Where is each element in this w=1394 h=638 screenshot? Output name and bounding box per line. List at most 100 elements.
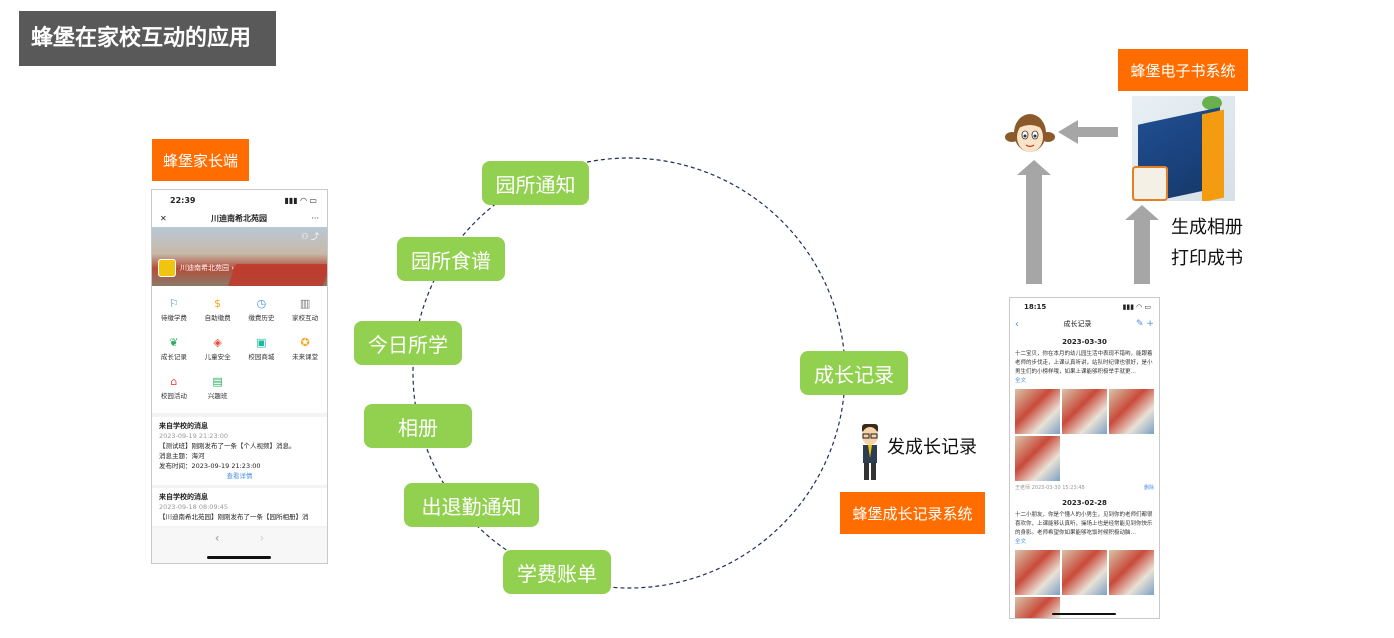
badge-icon: ▤: [212, 374, 223, 388]
back-icon[interactable]: ‹: [214, 531, 220, 545]
message-line: 【川迪南希北苑园】刚刚发布了一条【园所相册】消: [159, 513, 309, 521]
arrow-up-icon: [1017, 160, 1051, 284]
view-details-link[interactable]: 查看详情: [226, 472, 253, 480]
status-icons: ▮▮▮ ◠ ▭: [284, 195, 318, 205]
cycle-item-notice: 园所通知: [482, 161, 589, 205]
entry-date: 2023-02-28: [1062, 499, 1107, 507]
growth-system-label: 蜂堡成长记录系统: [840, 492, 985, 534]
photo-thumbnail[interactable]: [1015, 550, 1060, 595]
message-card[interactable]: 来自学校的消息 2023-09-18 08:09:45 【川迪南希北苑园】刚刚发…: [152, 488, 327, 526]
shield-icon: ◈: [213, 335, 222, 349]
ebook-system-label: 蜂堡电子书系统: [1118, 49, 1248, 91]
entry-text: 十二小朋友，你是个懂人的小男生，见到你的老师们都很喜欢你，上课能够认真听，操场上…: [1015, 512, 1153, 536]
photo-book-image: [1132, 96, 1235, 201]
read-more-link[interactable]: 全文: [1015, 539, 1027, 545]
photo-thumbnail[interactable]: [1015, 597, 1060, 618]
ebook-action-album: 生成相册: [1171, 217, 1243, 238]
more-icon[interactable]: ···: [311, 214, 319, 223]
bee-icon: ✪: [300, 335, 310, 349]
message-heading: 来自学校的消息: [159, 493, 208, 501]
feature-label: 儿童安全: [204, 353, 231, 361]
photo-thumbnail[interactable]: [1015, 389, 1060, 434]
feature-flag[interactable]: ⚐待缴学费: [152, 290, 196, 329]
status-time: 18:15: [1024, 303, 1047, 311]
teacher-icon: [862, 424, 878, 480]
building-icon: ▥: [299, 296, 311, 310]
close-icon[interactable]: ✕: [160, 214, 167, 223]
flag-icon: ⚐: [168, 296, 179, 310]
feature-bag[interactable]: ▣ 校园商城: [240, 329, 284, 368]
sprout-icon: ❦: [169, 335, 179, 349]
feature-house[interactable]: ⌂校园活动: [152, 368, 196, 407]
status-icons: ▮▮▮ ◠ ▭: [1122, 303, 1151, 311]
cycle-item-menu: 园所食谱: [397, 237, 505, 281]
feature-label: 校园商城: [248, 353, 275, 361]
photo-thumbnail[interactable]: [1062, 389, 1107, 434]
message-time: 2023-09-18 08:09:45: [159, 503, 229, 511]
entry-text: 十二宝贝，你在本月的幼儿园生活中表现不错哟，能跟着老师的步伐走，上课认真听讲，站…: [1015, 351, 1153, 375]
nav-bar: ✕ 川迪南希北苑园 ···: [152, 210, 327, 227]
status-time: 22:39: [170, 195, 196, 205]
dollar-icon: $: [214, 296, 222, 310]
school-logo: [158, 259, 176, 277]
arrow-left-icon: [1058, 120, 1118, 144]
feature-dollar[interactable]: $ 自助缴费: [196, 290, 240, 329]
photo-grid: [1010, 547, 1159, 618]
parent-app-screenshot: 22:39 ▮▮▮ ◠ ▭ ✕ 川迪南希北苑园 ··· 川迪南希北苑园 › ⚇ …: [151, 189, 328, 564]
book-pages: [1132, 166, 1168, 201]
history-icon: ◷: [256, 296, 267, 310]
feature-building[interactable]: ▥ 家校互动: [283, 290, 327, 329]
home-indicator: [1052, 613, 1116, 615]
add-icon[interactable]: ✎ +: [1136, 319, 1154, 329]
feature-shield[interactable]: ◈ 儿童安全: [196, 329, 240, 368]
photo-thumbnail[interactable]: [1109, 550, 1154, 595]
feature-grid: ⚐待缴学费 $ 自助缴费 ◷缴费历史 ▥ 家校互动 ❦ 成长记录 ◈ 儿童安全 ▣ 校园商城 ✪ 未来课堂…: [152, 286, 327, 413]
home-indicator: [207, 556, 271, 559]
cycle-item-tuition-bill: 学费账单: [503, 550, 611, 594]
message-card[interactable]: 来自学校的消息 2023-09-19 21:23:00 【测试班】刚刚发布了一条…: [152, 417, 327, 485]
photo-grid: [1010, 386, 1159, 484]
delete-link[interactable]: 删除: [1143, 485, 1154, 491]
feature-label: 校园活动: [160, 392, 187, 400]
photo-thumbnail[interactable]: [1062, 550, 1107, 595]
page-title: 蜂堡在家校互动的应用: [19, 11, 276, 66]
entry-date: 2023-03-30: [1062, 338, 1107, 346]
message-line: 【测试班】刚刚发布了一条【个人视频】消息。: [159, 442, 296, 450]
message-heading: 来自学校的消息: [159, 422, 208, 430]
book-spine: [1202, 109, 1224, 201]
feature-label: 自助缴费: [204, 314, 231, 322]
parent-app-label: 蜂堡家长端: [152, 139, 249, 181]
cycle-item-album: 相册: [364, 404, 472, 448]
ebook-action-print: 打印成书: [1171, 248, 1243, 269]
feature-label: 成长记录: [160, 353, 187, 361]
arrow-up-icon: [1125, 205, 1159, 284]
feature-label: 未来课堂: [292, 353, 319, 361]
cycle-item-today-learning: 今日所学: [354, 321, 462, 365]
nav-title: 成长记录: [1063, 320, 1092, 328]
teacher-action-label: 发成长记录: [887, 437, 977, 458]
status-bar: 18:15 ▮▮▮ ◠ ▭: [1010, 298, 1159, 316]
cycle-item-growth-record: 成长记录: [800, 351, 908, 395]
read-more-link[interactable]: 全文: [1015, 378, 1027, 384]
feature-badge[interactable]: ▤ 兴趣班: [196, 368, 240, 407]
photo-thumbnail[interactable]: [1015, 436, 1060, 481]
photo-thumbnail[interactable]: [1109, 389, 1154, 434]
feature-bee[interactable]: ✪ 未来课堂: [283, 329, 327, 368]
message-line: 发布时间：2023-09-19 21:23:00: [159, 462, 261, 470]
message-time: 2023-09-19 21:23:00: [159, 432, 229, 440]
nav-bar: ‹ 成长记录 ✎ +: [1010, 316, 1159, 332]
school-name[interactable]: 川迪南希北苑园 ›: [180, 264, 235, 272]
message-line: 消息主题：海河: [159, 452, 205, 460]
feature-label: 兴趣班: [207, 392, 228, 400]
back-icon[interactable]: ‹: [1015, 318, 1019, 330]
status-bar: 22:39 ▮▮▮ ◠ ▭: [152, 190, 327, 210]
profile-icon[interactable]: ⚇ ⤴: [301, 232, 319, 241]
feature-sprout[interactable]: ❦ 成长记录: [152, 329, 196, 368]
nav-title: 川迪南希北苑园: [211, 214, 268, 223]
bag-icon: ▣: [256, 335, 267, 349]
feature-history[interactable]: ◷缴费历史: [240, 290, 284, 329]
school-banner: 川迪南希北苑园 › ⚇ ⤴: [152, 227, 327, 286]
feature-label: 家校互动: [292, 314, 319, 322]
forward-icon[interactable]: ›: [259, 531, 265, 545]
cycle-item-attendance: 出退勤通知: [404, 483, 539, 527]
